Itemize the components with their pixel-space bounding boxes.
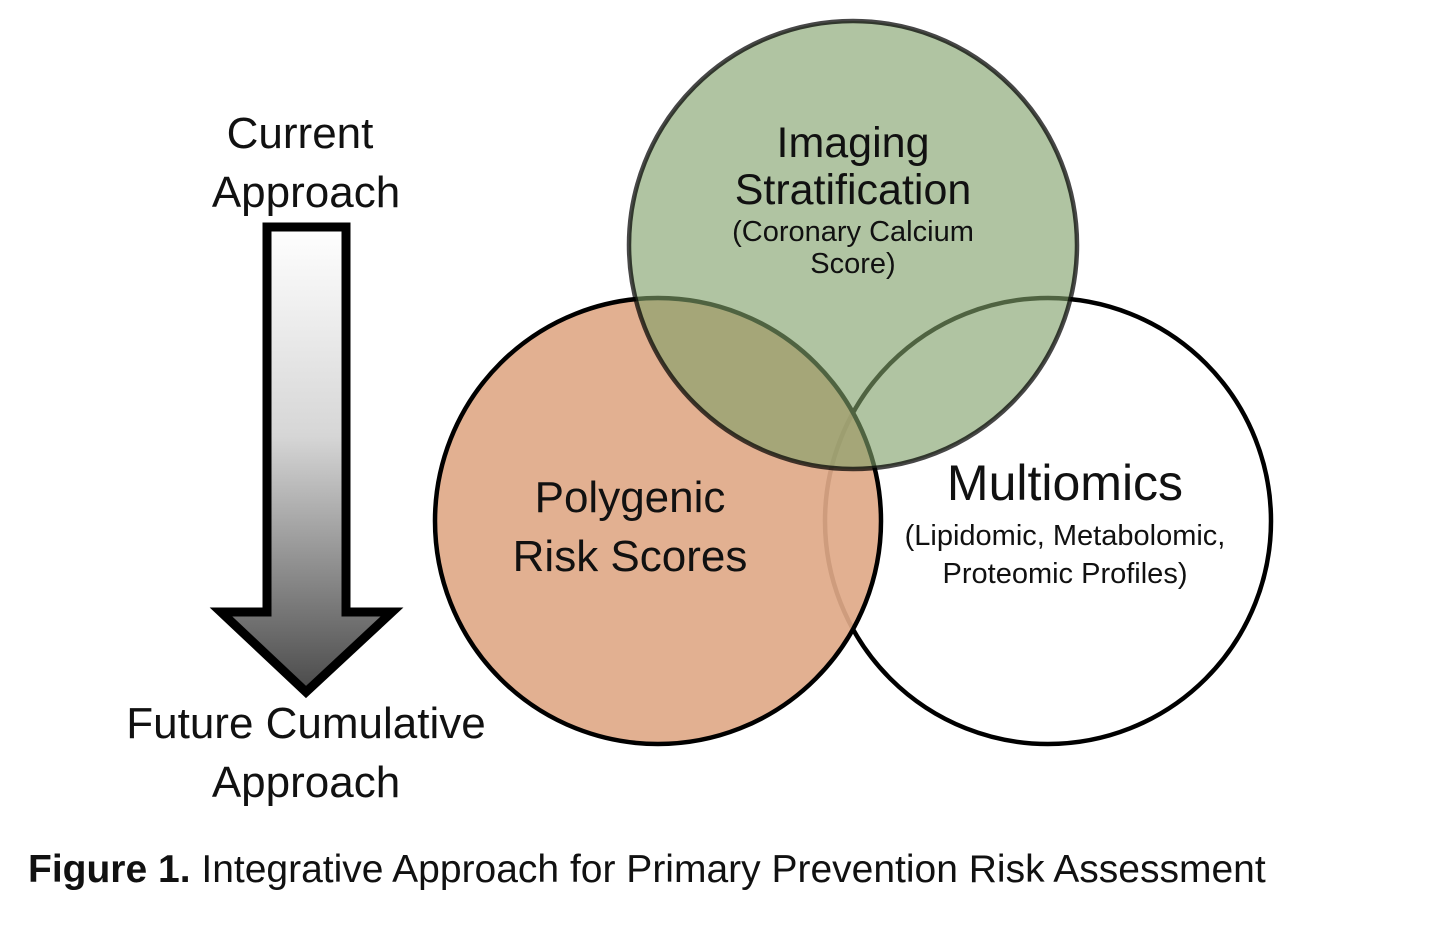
multiomics-subtitle-line1: (Lipidomic, Metabolomic, bbox=[905, 520, 1226, 552]
imaging-circle bbox=[626, 18, 1080, 472]
figure-caption: Figure 1. Integrative Approach for Prima… bbox=[28, 848, 1266, 892]
future-approach-label-line2: Approach bbox=[212, 758, 400, 807]
imaging-title-line1: Imaging bbox=[777, 119, 930, 167]
imaging-subtitle-line2: Score) bbox=[810, 248, 895, 280]
current-approach-label-line2: Approach bbox=[212, 168, 400, 217]
current-approach-label-line1: Current bbox=[227, 109, 374, 158]
future-approach-label-line1: Future Cumulative bbox=[126, 699, 485, 748]
imaging-subtitle-line1: (Coronary Calcium bbox=[732, 216, 974, 248]
multiomics-title: Multiomics bbox=[947, 455, 1183, 511]
figure-caption-label: Figure 1. bbox=[28, 848, 191, 891]
multiomics-labels: Multiomics (Lipidomic, Metabolomic, Prot… bbox=[905, 455, 1226, 590]
polygenic-title-line2: Risk Scores bbox=[513, 532, 748, 581]
multiomics-subtitle-line2: Proteomic Profiles) bbox=[943, 558, 1188, 590]
figure-caption-text: Integrative Approach for Primary Prevent… bbox=[190, 848, 1266, 891]
imaging-labels: Imaging Stratification (Coronary Calcium… bbox=[732, 119, 974, 280]
approach-arrow: Current Approach Future Cumulative Appro… bbox=[126, 109, 485, 807]
polygenic-title-line1: Polygenic bbox=[535, 473, 726, 522]
polygenic-labels: Polygenic Risk Scores bbox=[513, 473, 748, 581]
down-arrow-icon bbox=[209, 222, 404, 699]
imaging-title-line2: Stratification bbox=[735, 166, 972, 214]
